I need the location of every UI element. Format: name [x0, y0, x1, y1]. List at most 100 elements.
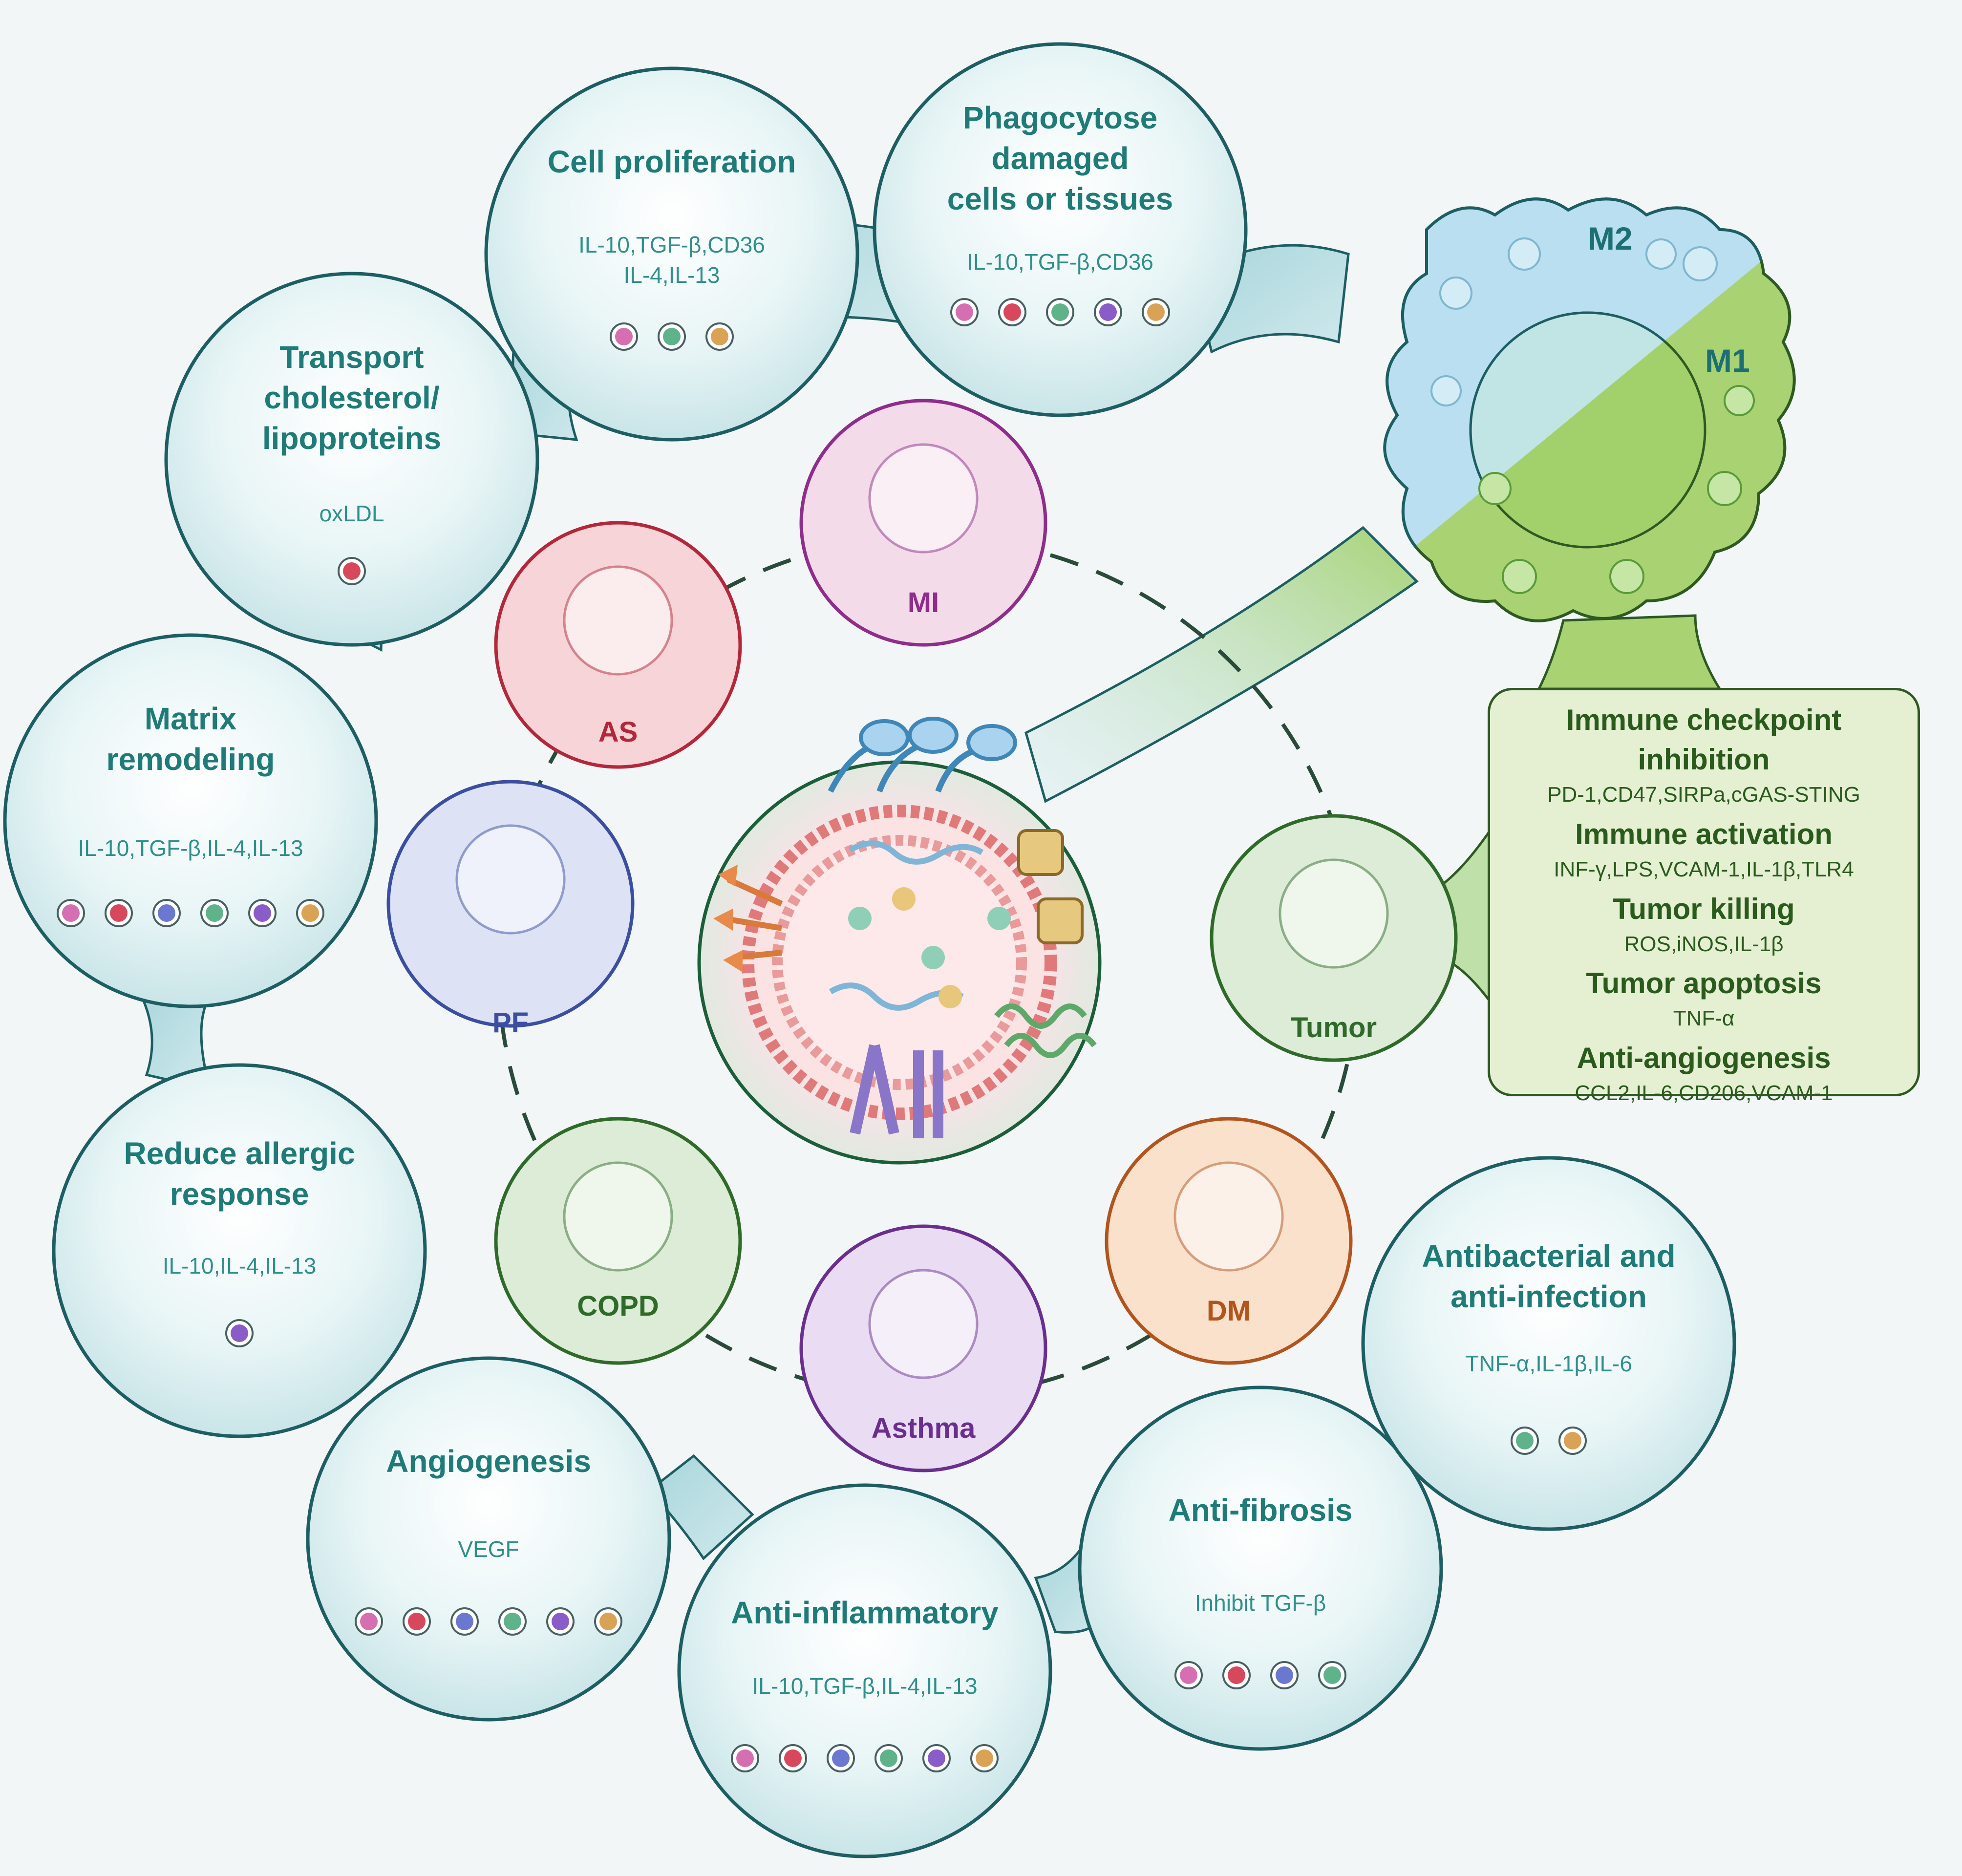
cell-type-dots-anti-fibrosis — [1089, 1661, 1431, 1689]
disease-label-as: AS — [598, 716, 638, 748]
bubble-cell-proliferation — [484, 66, 859, 442]
bubble-transport-cholesterol — [164, 272, 539, 647]
function-title-line: Angiogenesis — [386, 1444, 591, 1479]
dot-red — [403, 1607, 431, 1636]
dot-blue — [827, 1744, 855, 1772]
bubble-antibacterial — [1361, 1156, 1736, 1531]
dot-purple — [546, 1607, 575, 1636]
function-markers-antibacterial: TNF-α,IL-1β,IL-6 — [1378, 1348, 1720, 1379]
side-box-heading: Immune checkpoint — [1566, 704, 1842, 736]
function-markers-angiogenesis: VEGF — [318, 1534, 660, 1564]
disease-label-copd: COPD — [577, 1290, 659, 1322]
dot-purple — [225, 1319, 254, 1347]
dot-pink — [950, 298, 979, 326]
bubble-angiogenesis — [306, 1356, 671, 1722]
cell-type-dots-transport-cholesterol — [181, 557, 523, 585]
function-title-line: Phagocytose — [962, 100, 1158, 135]
dot-red — [1222, 1661, 1251, 1689]
disease-illustration-pf — [455, 824, 566, 935]
side-box-heading: Tumor killing — [1613, 892, 1795, 925]
dot-purple — [248, 899, 277, 927]
disease-label-dm: DM — [1206, 1295, 1251, 1327]
marker-line: IL-10,TGF-β,IL-4,IL-13 — [78, 835, 303, 861]
function-title-line: Reduce allergic — [124, 1136, 355, 1171]
beam-to-macrophage — [1024, 526, 1419, 803]
function-title-line: damaged — [991, 141, 1129, 176]
disease-label-mi: MI — [907, 587, 939, 618]
cell-type-dots-anti-inflammatory — [694, 1744, 1036, 1772]
disease-circles — [386, 399, 1458, 1472]
cell-type-dots-phagocytose — [889, 298, 1231, 326]
side-box-markers: TNF-α — [1673, 1006, 1735, 1031]
dot-orange — [296, 899, 324, 927]
marker-line: IL-10,TGF-β,CD36 — [967, 249, 1153, 275]
function-markers-transport-cholesterol: oxLDL — [181, 498, 523, 529]
bubble-reduce-allergic — [52, 1063, 427, 1438]
function-title-anti-inflammatory: Anti-inflammatory — [694, 1593, 1036, 1633]
marker-line: VEGF — [458, 1536, 519, 1562]
m1-label: M1 — [1705, 342, 1750, 379]
dot-orange — [705, 322, 734, 351]
dot-pink — [610, 322, 638, 351]
marker-line: IL-10,TGF-β,CD36 — [578, 232, 765, 257]
function-title-line: Matrix — [144, 701, 237, 736]
m2-label: M2 — [1588, 220, 1633, 256]
cell-type-dots-matrix-remodeling — [20, 899, 362, 927]
dot-green — [1046, 298, 1074, 326]
side-box-markers: INF-γ,LPS,VCAM-1,IL-1β,TLR4 — [1554, 857, 1854, 881]
disease-illustration-as — [563, 565, 673, 676]
function-title-line: response — [170, 1176, 309, 1212]
side-box-heading: Anti-angiogenesis — [1577, 1042, 1831, 1075]
function-title-line: cholesterol/ — [264, 380, 440, 416]
marker-line: IL-10,IL-4,IL-13 — [162, 1253, 317, 1279]
disease-label-asthma: Asthma — [871, 1412, 976, 1444]
dot-orange — [594, 1607, 622, 1636]
function-markers-reduce-allergic: IL-10,IL-4,IL-13 — [68, 1251, 410, 1281]
function-title-line: Antibacterial and — [1422, 1238, 1676, 1274]
disease-illustration-copd — [563, 1161, 673, 1272]
disease-label-tumor: Tumor — [1290, 1012, 1377, 1044]
function-title-line: anti-infection — [1450, 1279, 1647, 1315]
function-title-line: remodeling — [106, 742, 275, 777]
side-box-heading: inhibition — [1638, 743, 1770, 776]
disease-illustration-tumor — [1279, 858, 1389, 969]
macrophage — [1383, 197, 1796, 622]
disease-illustration-asthma — [868, 1269, 979, 1379]
bubble-matrix-remodeling — [3, 633, 378, 1008]
dot-pink — [57, 899, 85, 927]
dot-green — [200, 899, 229, 927]
dot-orange — [1558, 1427, 1587, 1455]
dot-purple — [1094, 298, 1122, 326]
function-title-line: Anti-fibrosis — [1168, 1492, 1353, 1528]
function-markers-matrix-remodeling: IL-10,TGF-β,IL-4,IL-13 — [20, 833, 362, 863]
function-title-matrix-remodeling: Matrix remodeling — [20, 699, 362, 780]
function-title-anti-fibrosis: Anti-fibrosis — [1089, 1490, 1431, 1531]
side-box-heading: Immune activation — [1575, 817, 1833, 851]
center-vesicle — [697, 717, 1102, 1165]
side-box-heading: Tumor apoptosis — [1586, 967, 1822, 1000]
cell-type-dots-reduce-allergic — [68, 1319, 410, 1347]
cell-type-dots-cell-proliferation — [501, 322, 843, 351]
dot-pink — [1174, 1661, 1203, 1689]
marker-line: TNF-α,IL-1β,IL-6 — [1465, 1351, 1632, 1376]
dot-red — [105, 899, 133, 927]
function-title-line: Cell proliferation — [547, 144, 796, 179]
dot-pink — [355, 1607, 383, 1636]
function-title-line: lipoproteins — [262, 421, 442, 456]
marker-line: IL-4,IL-13 — [623, 262, 720, 288]
cell-type-dots-antibacterial — [1378, 1427, 1720, 1455]
function-markers-phagocytose: IL-10,TGF-β,CD36 — [889, 247, 1231, 277]
dot-red — [338, 557, 366, 585]
side-box-markers: ROS,iNOS,IL-1β — [1624, 932, 1784, 956]
bubble-anti-fibrosis — [1078, 1386, 1443, 1751]
dot-green — [658, 322, 686, 351]
marker-line: IL-10,TGF-β,IL-4,IL-13 — [752, 1673, 978, 1699]
disease-illustration-dm — [1173, 1161, 1284, 1272]
dot-orange — [970, 1744, 999, 1772]
dot-red — [998, 298, 1026, 326]
